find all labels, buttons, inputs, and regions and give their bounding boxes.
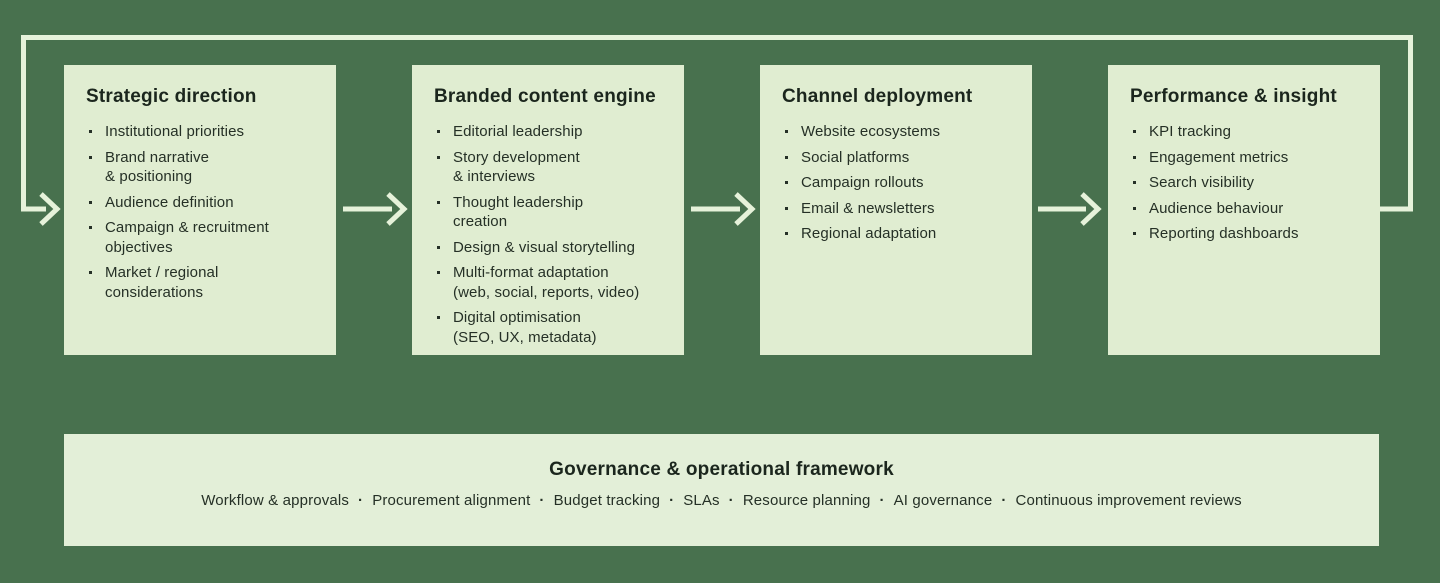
list-item: Social platforms (782, 148, 1014, 168)
list-item: Digital optimisation (SEO, UX, metadata) (434, 308, 666, 347)
list-item-label: Campaign rollouts (801, 174, 924, 191)
list-item: Reporting dashboards (1130, 224, 1362, 244)
governance-item: Workflow & approvals (201, 492, 350, 509)
list-item: Engagement metrics (1130, 148, 1362, 168)
list-item-label: Design & visual storytelling (453, 238, 636, 256)
list-item-label: Reporting dashboards (1149, 225, 1299, 242)
list-item-label: Regional adaptation (801, 225, 937, 242)
governance-item: SLAs (683, 492, 720, 509)
bullet-icon (89, 130, 92, 133)
list-item-label: Website ecosystems (801, 123, 941, 140)
stage-item-list: Website ecosystems Social platforms Camp… (782, 122, 1014, 244)
stage-title: Branded content engine (434, 86, 656, 107)
stage-title: Performance & insight (1130, 86, 1337, 107)
list-item-label: Audience behaviour (1149, 199, 1284, 217)
list-item: Campaign & recruitment objectives (86, 218, 318, 257)
bullet-icon (785, 232, 788, 235)
flow-arrow-3-head-icon (1080, 192, 1102, 226)
stage-box-channel-deployment: Channel deployment Website ecosystems So… (760, 65, 1032, 355)
list-item-label: Audience definition (105, 193, 234, 211)
list-item-label: Campaign & recruitment objectives (105, 219, 269, 256)
list-item: Email & newsletters (782, 199, 1014, 219)
governance-title: Governance & operational framework (549, 459, 894, 480)
list-item-label: Institutional priorities (105, 123, 245, 140)
bullet-icon (89, 155, 92, 159)
list-item: Brand narrative & positioning (86, 148, 318, 187)
list-item: Market / regional considerations (86, 263, 318, 302)
governance-item: Resource planning (742, 492, 871, 509)
stage-item-list: KPI tracking Engagement metrics Search v… (1130, 122, 1362, 244)
list-item-label: KPI tracking (1149, 123, 1232, 140)
list-item-label: Story development & interviews (453, 148, 580, 186)
governance-item: Budget tracking (553, 492, 661, 509)
list-item-label: Multi-format adaptation (web, social, re… (453, 264, 640, 301)
bullet-icon (1133, 206, 1136, 210)
governance-bar: Governance & operational framework Workf… (64, 434, 1379, 546)
bullet-icon (437, 155, 440, 159)
stage-title: Channel deployment (782, 86, 973, 107)
stage-title: Strategic direction (86, 86, 257, 107)
flow-arrow-2-head-icon (734, 192, 756, 226)
bullet-icon (89, 226, 92, 229)
bullet-icon (785, 130, 788, 133)
bullet-icon (437, 245, 440, 249)
list-item-label: Thought leadership creation (453, 193, 584, 231)
list-item: Story development & interviews (434, 148, 666, 187)
dot-separator: · (728, 492, 734, 509)
bullet-icon (1133, 232, 1136, 235)
list-item: Institutional priorities (86, 122, 318, 142)
feedback-loop-line (21, 35, 1413, 212)
bullet-icon (437, 271, 440, 274)
stage-box-performance-insight: Performance & insight KPI tracking Engag… (1108, 65, 1380, 355)
bullet-icon (437, 130, 440, 133)
governance-items-row: Workflow & approvals · Procurement alignme… (64, 492, 1379, 509)
list-item-label: Digital optimisation (SEO, UX, metadata) (453, 309, 597, 346)
list-item: Design & visual storytelling (434, 238, 666, 258)
stage-item-list: Editorial leadership Story development &… (434, 122, 666, 347)
bullet-icon (785, 155, 788, 159)
list-item: Audience behaviour (1130, 199, 1362, 219)
bullet-icon (437, 316, 440, 319)
dot-separator: · (669, 492, 675, 509)
list-item-label: Brand narrative & positioning (105, 148, 210, 186)
bullet-icon (785, 181, 788, 184)
list-item: Audience definition (86, 193, 318, 213)
list-item-label: Social platforms (801, 148, 910, 166)
bullet-icon (785, 206, 788, 210)
list-item: Search visibility (1130, 173, 1362, 193)
list-item-label: Engagement metrics (1149, 148, 1289, 166)
governance-item: AI governance (893, 492, 993, 509)
bullet-icon (1133, 130, 1136, 133)
list-item: Thought leadership creation (434, 193, 666, 232)
dot-separator: · (879, 492, 885, 509)
list-item-label: Market / regional considerations (105, 264, 219, 301)
list-item: Editorial leadership (434, 122, 666, 142)
list-item: Website ecosystems (782, 122, 1014, 142)
dot-separator: · (1001, 492, 1007, 509)
dot-separator: · (539, 492, 545, 509)
stage-box-strategic-direction: Strategic direction Institutional priori… (64, 65, 336, 355)
list-item: Multi-format adaptation (web, social, re… (434, 263, 666, 302)
bullet-icon (89, 200, 92, 204)
bullet-icon (437, 200, 440, 204)
list-item: Campaign rollouts (782, 173, 1014, 193)
list-item-label: Email & newsletters (801, 199, 935, 217)
feedback-arrowhead-icon (39, 192, 61, 226)
list-item-label: Editorial leadership (453, 123, 583, 140)
flow-arrow-1-head-icon (386, 192, 408, 226)
stage-item-list: Institutional priorities Brand narrative… (86, 122, 318, 302)
governance-item: Procurement alignment (372, 492, 531, 509)
stage-box-branded-content-engine: Branded content engine Editorial leaders… (412, 65, 684, 355)
bullet-icon (1133, 181, 1136, 184)
list-item-label: Search visibility (1149, 174, 1255, 191)
bullet-icon (1133, 155, 1136, 159)
list-item: KPI tracking (1130, 122, 1362, 142)
governance-item: Continuous improvement reviews (1015, 492, 1242, 509)
dot-separator: · (358, 492, 364, 509)
bullet-icon (89, 271, 92, 274)
list-item: Regional adaptation (782, 224, 1014, 244)
